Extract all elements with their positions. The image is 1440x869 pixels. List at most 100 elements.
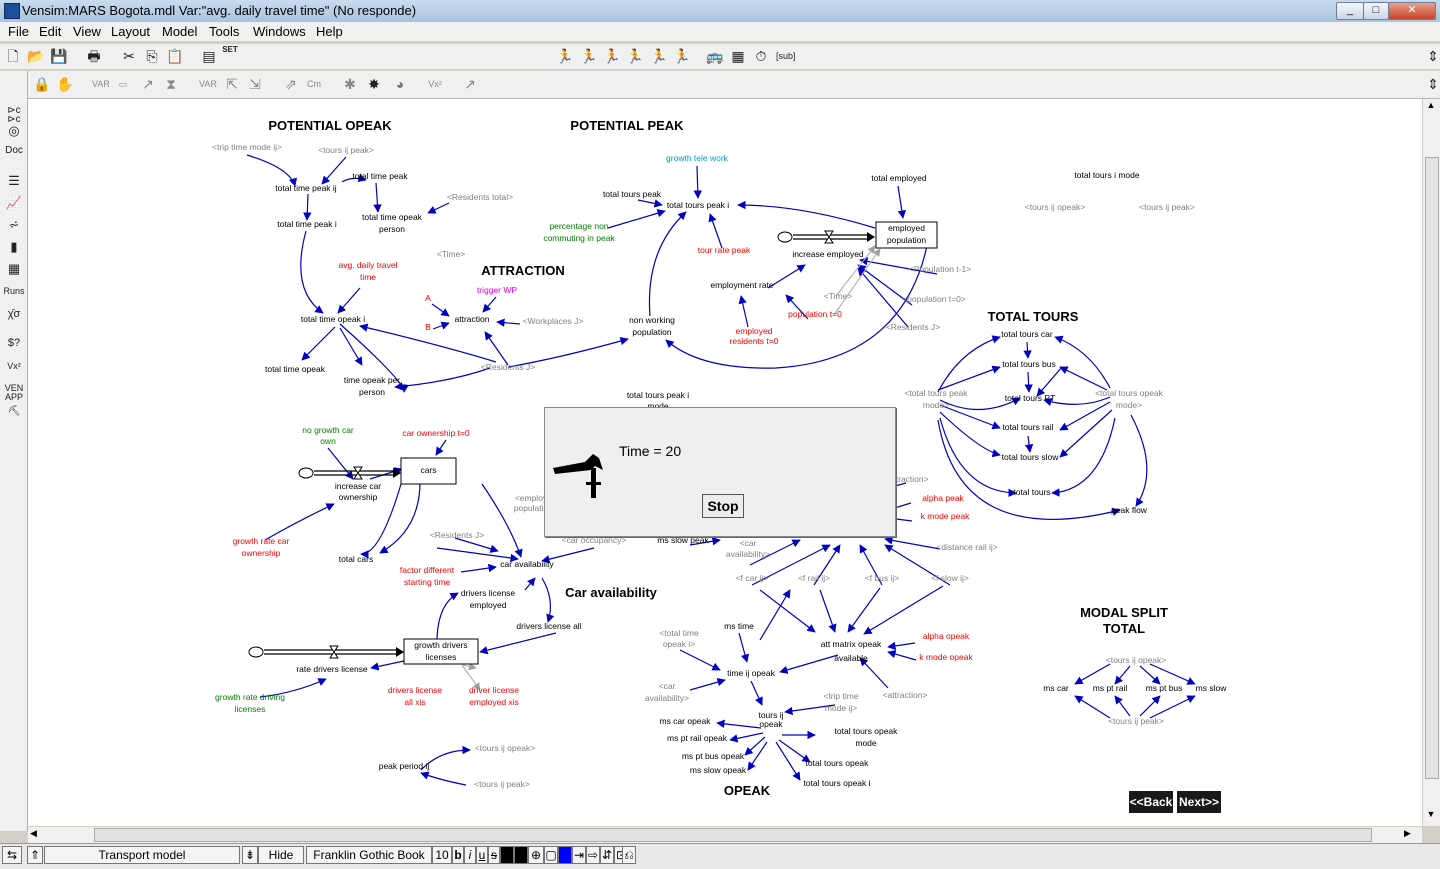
variable-label[interactable]: availability> bbox=[726, 549, 770, 559]
simulate-icon[interactable]: 🏃 bbox=[556, 48, 574, 64]
variable-label[interactable]: total tours bbox=[1013, 487, 1050, 497]
scroll-down-icon[interactable]: ▼ bbox=[1426, 809, 1436, 819]
causal-link-arrow[interactable] bbox=[775, 741, 801, 781]
variable-label[interactable]: B bbox=[425, 322, 431, 332]
causal-link-arrow[interactable] bbox=[857, 267, 909, 328]
unhide-icon[interactable]: ⇗ bbox=[285, 76, 297, 92]
variable-label[interactable]: time opeak per bbox=[344, 375, 400, 385]
causal-link-arrow[interactable] bbox=[679, 649, 721, 671]
reference-mode-icon[interactable]: ◕ bbox=[395, 76, 405, 92]
causal-link-arrow[interactable] bbox=[541, 577, 555, 623]
variable-label[interactable]: <Time> bbox=[824, 291, 853, 301]
variable-label[interactable]: ms pt rail opeak bbox=[667, 733, 728, 743]
underline-button[interactable]: u bbox=[476, 846, 488, 864]
causal-link-arrow[interactable] bbox=[884, 536, 941, 550]
variable-label[interactable]: mode bbox=[855, 738, 877, 748]
variable-label[interactable]: availability> bbox=[645, 693, 689, 703]
variable-label[interactable]: peak flow bbox=[1111, 505, 1148, 515]
variable-label[interactable]: <attraction> bbox=[883, 690, 928, 700]
variable-label[interactable]: total tours peak i bbox=[627, 390, 689, 400]
causal-link-arrow[interactable] bbox=[750, 680, 763, 706]
variable-label[interactable]: <Residents J> bbox=[886, 322, 940, 332]
hand-move-icon[interactable]: ✋ bbox=[56, 76, 74, 92]
causal-link-arrow[interactable] bbox=[819, 589, 837, 633]
causes-strip-icon[interactable]: ☰ bbox=[8, 173, 20, 188]
variable-label[interactable]: att matrix opeak bbox=[821, 639, 882, 649]
control-panel-icon[interactable]: ▤ bbox=[202, 48, 216, 64]
gd-icon[interactable]: ⛏ bbox=[7, 406, 21, 417]
variable-label[interactable]: k mode peak bbox=[921, 511, 970, 521]
variable-label[interactable]: total tours i mode bbox=[1074, 170, 1139, 180]
causal-link-arrow[interactable] bbox=[246, 154, 298, 187]
causal-link-arrow[interactable] bbox=[887, 641, 916, 651]
causal-link-arrow[interactable] bbox=[887, 650, 917, 661]
variable-label[interactable]: ms slow opeak bbox=[690, 765, 747, 775]
variable-label[interactable]: total time opeak bbox=[362, 212, 423, 222]
causal-link-arrow[interactable] bbox=[524, 577, 536, 591]
comment-icon[interactable]: Cm bbox=[307, 79, 321, 89]
horizontal-scrollbar[interactable]: ◀ ▶ bbox=[28, 827, 1422, 843]
variable-label[interactable]: <car bbox=[740, 538, 757, 548]
scroll-right-icon[interactable]: ▶ bbox=[1404, 828, 1411, 838]
menu-help[interactable]: Help bbox=[316, 24, 343, 39]
vehicle-icon[interactable]: 🚌 bbox=[706, 48, 724, 64]
sum-icon[interactable]: χ̄σ bbox=[7, 308, 21, 320]
variable-label[interactable]: A bbox=[425, 293, 431, 303]
valve-icon[interactable] bbox=[329, 645, 339, 659]
variable-label[interactable]: <car occupancy> bbox=[562, 535, 627, 545]
causal-link-arrow[interactable] bbox=[373, 182, 382, 213]
variable-label[interactable]: <Residents J> bbox=[430, 530, 484, 540]
close-button[interactable]: ✕ bbox=[1388, 2, 1436, 20]
variable-label[interactable]: <tours ij peak> bbox=[1139, 202, 1195, 212]
open-folder-icon[interactable]: 📂 bbox=[27, 48, 45, 64]
variable-label[interactable]: employed bbox=[470, 600, 507, 610]
causal-link-arrow[interactable] bbox=[420, 745, 471, 771]
causal-link-arrow[interactable] bbox=[370, 660, 405, 671]
fill-color-swatch[interactable] bbox=[558, 846, 572, 864]
causal-link-arrow[interactable] bbox=[507, 336, 629, 368]
causal-link-arrow[interactable] bbox=[1036, 366, 1063, 397]
causal-link-arrow[interactable] bbox=[436, 592, 459, 643]
menu-edit[interactable]: Edit bbox=[39, 24, 62, 39]
causal-link-arrow[interactable] bbox=[360, 483, 402, 559]
variable-label[interactable]: <Workplaces J> bbox=[523, 316, 584, 326]
variable-label[interactable]: percentage non bbox=[549, 221, 608, 231]
causal-link-arrow[interactable] bbox=[859, 257, 938, 275]
valve-icon[interactable] bbox=[353, 466, 363, 480]
minimize-button[interactable]: _ bbox=[1336, 2, 1364, 20]
causal-link-arrow[interactable] bbox=[327, 447, 354, 480]
paint-icon[interactable]: ⎌ bbox=[622, 846, 636, 864]
causal-link-arrow[interactable] bbox=[847, 587, 881, 633]
causal-link-arrow[interactable] bbox=[939, 404, 1001, 430]
causal-link-arrow[interactable] bbox=[937, 365, 1001, 391]
variable-label[interactable]: <total tours opeak bbox=[1095, 388, 1164, 398]
variable-label[interactable]: <Residents total> bbox=[447, 192, 513, 202]
dataset-icon[interactable]: ▦ bbox=[731, 48, 745, 64]
causal-link-arrow[interactable] bbox=[1130, 414, 1148, 507]
variable-label[interactable]: factor different bbox=[400, 565, 455, 575]
strike-button[interactable]: s bbox=[488, 846, 500, 864]
variable-label[interactable]: own bbox=[320, 436, 336, 446]
variable-label[interactable]: ownership bbox=[339, 492, 378, 502]
variable-label[interactable]: drivers license bbox=[388, 685, 443, 695]
horizontal-scroll-thumb[interactable] bbox=[94, 828, 1372, 842]
units-check-icon[interactable]: Vx² bbox=[7, 361, 21, 371]
maximize-button[interactable]: □ bbox=[1363, 2, 1389, 20]
variable-label[interactable]: alpha opeak bbox=[923, 631, 970, 641]
variable-label[interactable]: rate drivers license bbox=[296, 664, 368, 674]
causal-link-arrow[interactable] bbox=[937, 419, 1121, 521]
line-style-icon[interactable]: ⇨ bbox=[586, 846, 600, 864]
menu-windows[interactable]: Windows bbox=[253, 24, 306, 39]
timer-icon[interactable]: ⏱ bbox=[755, 48, 767, 64]
causal-link-arrow[interactable] bbox=[939, 417, 1017, 498]
variable-label[interactable]: <tours ij opeak> bbox=[1106, 655, 1167, 665]
variable-label[interactable]: driver license bbox=[469, 685, 519, 695]
variable-label[interactable]: all xis bbox=[404, 697, 425, 707]
sketch-comment-icon[interactable]: ⇲ bbox=[249, 76, 261, 92]
variable-label[interactable]: drivers license bbox=[461, 588, 516, 598]
bold-button[interactable]: b bbox=[452, 846, 464, 864]
causal-link-arrow[interactable] bbox=[939, 397, 1021, 411]
rate-tool-icon[interactable]: ⧗ bbox=[166, 76, 176, 92]
causal-link-arrow[interactable] bbox=[1059, 401, 1111, 431]
variable-label[interactable]: ms car bbox=[1043, 683, 1069, 693]
